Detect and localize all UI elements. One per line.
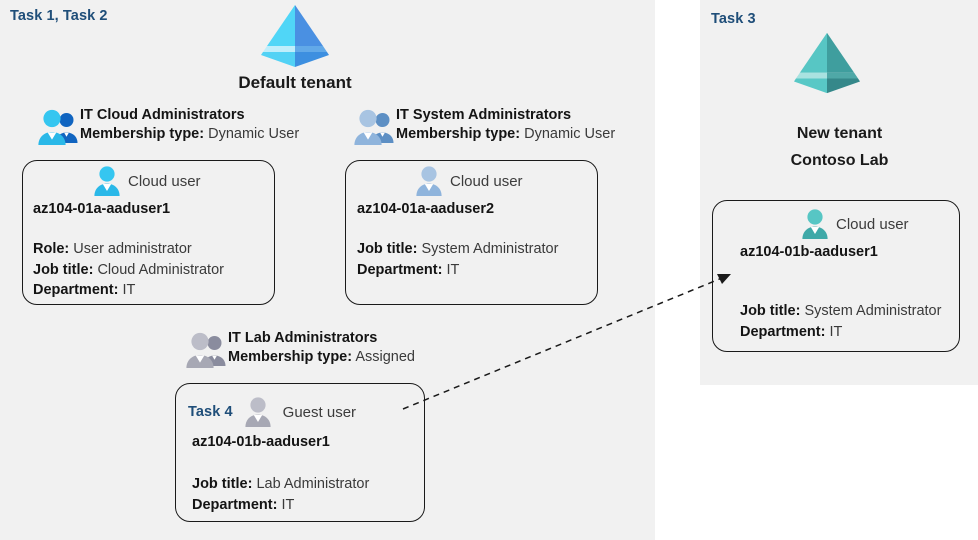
attr-label: Role: xyxy=(33,241,70,257)
attr-value: Lab Administrator xyxy=(256,476,370,492)
attr-value: IT xyxy=(122,282,136,299)
group-title: IT Cloud Administrators xyxy=(80,107,245,123)
user-attributes: Role: User administrator Job title: Clou… xyxy=(33,239,224,301)
user-card-az104-01b-aaduser1-cloud[interactable] xyxy=(712,200,960,352)
group-membership: Membership type: Dynamic User xyxy=(396,125,615,145)
user-name: az104-01b-aaduser1 xyxy=(740,244,878,260)
attr-job-title: Job title: System Administrator xyxy=(740,301,941,322)
user-type-label: Cloud user xyxy=(450,172,523,190)
task-label-3: Task 3 xyxy=(711,11,756,27)
user-card-header: Cloud user xyxy=(800,208,909,240)
new-tenant-caption-line2: Contoso Lab xyxy=(790,152,889,169)
users-group-icon xyxy=(184,330,228,370)
attr-role: Role: User administrator xyxy=(33,239,224,260)
group-it-lab-administrators: IT Lab Administrators Membership type: A… xyxy=(228,329,415,368)
user-card-header: Cloud user xyxy=(92,165,201,197)
attr-value: IT xyxy=(281,496,295,513)
user-attributes: Job title: System Administrator Departme… xyxy=(740,301,941,342)
membership-type-label: Membership type: xyxy=(396,126,521,143)
cloud-user-icon xyxy=(92,165,122,197)
user-card-az104-01b-aaduser1-guest[interactable] xyxy=(175,383,425,522)
user-attributes: Job title: Lab Administrator Department:… xyxy=(192,474,369,515)
attr-value: System Administrator xyxy=(421,241,559,257)
user-type-label: Cloud user xyxy=(836,215,909,233)
membership-type-label: Membership type: xyxy=(80,126,205,143)
membership-type-value: Dynamic User xyxy=(208,126,300,143)
attr-value: IT xyxy=(446,261,460,278)
user-attributes: Job title: System Administrator Departme… xyxy=(357,239,558,280)
attr-department: Department: IT xyxy=(192,495,369,516)
attr-label: Department: xyxy=(33,282,119,299)
attr-job-title: Job title: System Administrator xyxy=(357,239,558,260)
users-group-icon xyxy=(36,107,80,147)
attr-value: IT xyxy=(829,323,843,340)
task-label-1-2: Task 1, Task 2 xyxy=(10,8,108,24)
attr-job-title: Job title: Cloud Administrator xyxy=(33,260,224,281)
attr-department: Department: IT xyxy=(33,280,224,301)
cloud-user-icon xyxy=(414,165,444,197)
attr-job-title: Job title: Lab Administrator xyxy=(192,474,369,495)
task-label-4: Task 4 xyxy=(188,404,233,420)
user-name: az104-01b-aaduser1 xyxy=(192,434,330,450)
user-card-az104-01a-aaduser1[interactable] xyxy=(22,160,275,305)
guest-user-icon xyxy=(243,396,273,428)
attr-value: System Administrator xyxy=(804,303,942,319)
group-membership: Membership type: Dynamic User xyxy=(80,125,299,145)
attr-label: Department: xyxy=(740,323,826,340)
attr-label: Department: xyxy=(357,261,443,278)
membership-type-value: Assigned xyxy=(355,349,415,366)
default-tenant-caption: Default tenant xyxy=(238,73,352,92)
attr-value: User administrator xyxy=(73,241,192,257)
membership-type-label: Membership type: xyxy=(228,349,353,366)
user-name: az104-01a-aaduser1 xyxy=(33,201,171,217)
attr-value: Cloud Administrator xyxy=(97,261,224,278)
azure-ad-tenant-icon xyxy=(792,30,862,96)
attr-label: Department: xyxy=(192,496,278,513)
group-it-system-administrators: IT System Administrators Membership type… xyxy=(396,106,615,145)
attr-label: Job title: xyxy=(192,476,253,492)
user-type-label: Cloud user xyxy=(128,172,201,190)
group-membership: Membership type: Assigned xyxy=(228,348,415,368)
user-name: az104-01a-aaduser2 xyxy=(357,201,495,217)
user-card-header: Cloud user xyxy=(414,165,523,197)
users-group-icon xyxy=(352,107,396,147)
attr-label: Job title: xyxy=(33,261,94,278)
membership-type-value: Dynamic User xyxy=(524,126,616,143)
attr-department: Department: IT xyxy=(357,260,558,281)
cloud-user-icon xyxy=(800,208,830,240)
user-type-label: Guest user xyxy=(282,403,357,421)
group-it-cloud-administrators: IT Cloud Administrators Membership type:… xyxy=(80,106,299,145)
attr-label: Job title: xyxy=(357,241,418,257)
user-card-header: Task 4 Guest user xyxy=(188,396,356,428)
group-title: IT System Administrators xyxy=(396,107,572,123)
new-tenant-caption-line1: New tenant xyxy=(796,125,883,142)
attr-department: Department: IT xyxy=(740,322,941,343)
azure-ad-tenant-icon xyxy=(259,2,331,70)
group-title: IT Lab Administrators xyxy=(228,330,378,346)
attr-label: Job title: xyxy=(740,303,801,319)
